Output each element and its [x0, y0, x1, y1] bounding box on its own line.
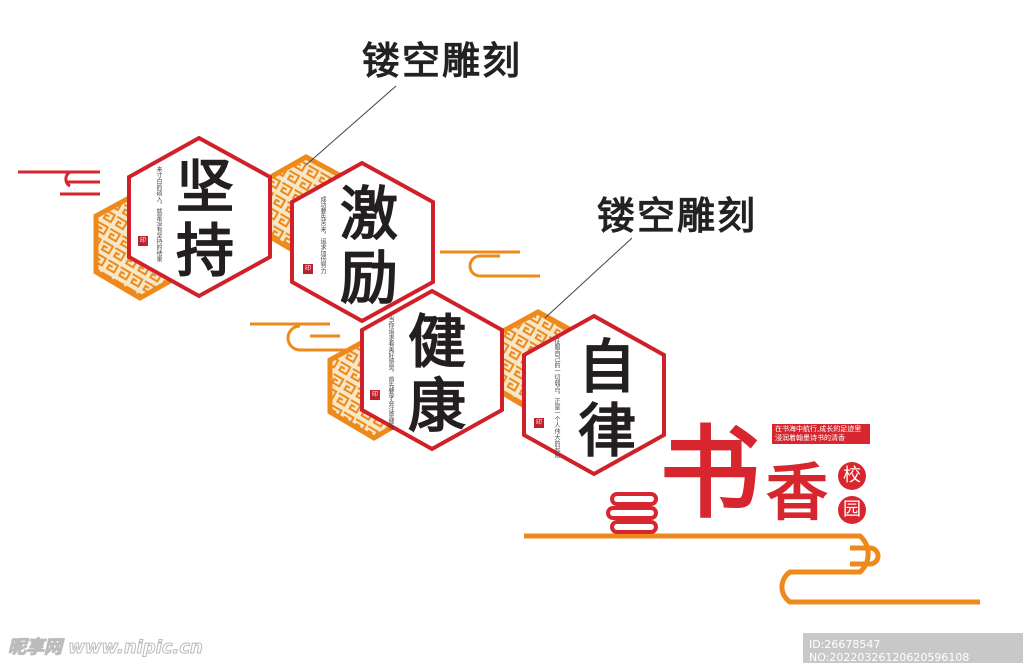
panel-poem: 当你追求着美好感觉，首先要学会注意健身	[387, 316, 394, 430]
panel-title: 自律	[577, 333, 636, 465]
brand-title-1: 书	[660, 414, 760, 532]
panel-poem: 成功要先苦来，追求加倍努力	[319, 196, 326, 274]
brand-circle-2: 园	[838, 496, 866, 524]
watermark-id: ID:26678547 NO:20220326120620596108	[803, 633, 1023, 663]
seal-icon: 印	[370, 390, 380, 400]
panel-hexagons	[127, 135, 666, 477]
panel-poem: 征服自己的一切弱点，正是一个人伟大的起始	[553, 338, 560, 458]
brand-circle-1: 校	[838, 462, 866, 490]
brand-title-2: 香	[766, 456, 829, 529]
callout-label-middle: 镂空雕刻	[597, 194, 758, 238]
watermark-site: 昵享网 www.nipic.cn	[8, 637, 204, 659]
panel-poem: 来寸白的硕入，就是没有坚持的结果	[155, 166, 162, 262]
cloud-line-mid	[250, 250, 540, 352]
panel-title: 健康	[407, 308, 466, 440]
books-icon	[606, 492, 658, 534]
brand-tagline: 在书海中航行,成长的足迹里浸润着翰墨诗书的清香	[772, 424, 870, 444]
callout-label-top: 镂空雕刻	[362, 39, 523, 83]
seal-icon: 印	[534, 418, 544, 428]
panel-title: 坚持	[175, 153, 234, 285]
cloud-line-left	[18, 170, 100, 196]
base-line	[524, 533, 980, 605]
panel-title: 激励	[339, 180, 398, 312]
seal-icon: 印	[138, 236, 148, 246]
seal-icon: 印	[303, 264, 313, 274]
leader-lines	[305, 85, 633, 319]
